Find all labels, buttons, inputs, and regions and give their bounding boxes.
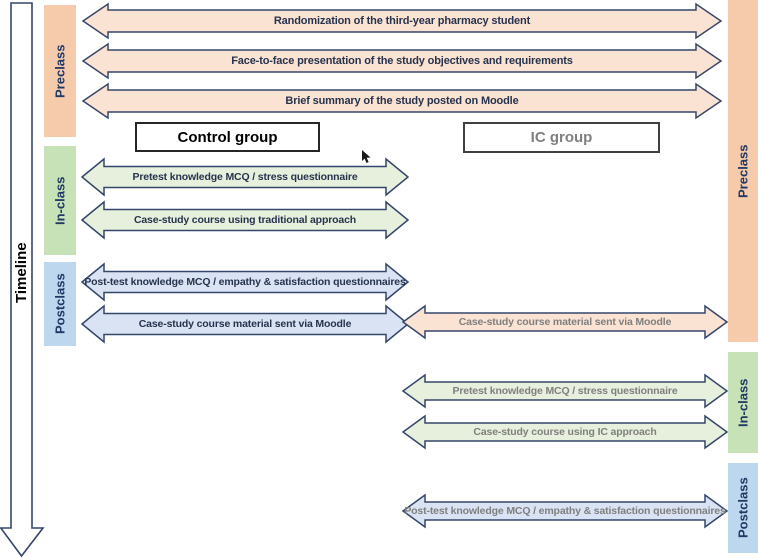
brief-summary-arrow: Brief summary of the study posted on Moo…	[81, 82, 723, 120]
arrow-label: Pretest knowledge MCQ / stress questionn…	[452, 385, 678, 397]
control-group-label: Control group	[177, 128, 278, 146]
phase-band-left-preclass: Preclass	[44, 5, 76, 137]
arrow-label: Post-test knowledge MCQ / empathy & sati…	[84, 276, 406, 288]
posttest-control-arrow: Post-test knowledge MCQ / empathy & sati…	[80, 262, 410, 302]
phase-band-right-preclass: Preclass	[728, 0, 758, 342]
phase-band-right-postclass: Postclass	[728, 463, 758, 553]
randomization-arrow: Randomization of the third-year pharmacy…	[81, 2, 723, 40]
timeline-arrow	[0, 2, 45, 558]
traditional-course-arrow: Case-study course using traditional appr…	[80, 200, 410, 240]
arrow-label: Case-study course using traditional appr…	[133, 214, 357, 226]
phase-band-left-postclass: Postclass	[44, 262, 76, 346]
phase-band-left-inclass: In-class	[44, 146, 76, 255]
arrow-label: Randomization of the third-year pharmacy…	[273, 15, 531, 27]
pretest-control-arrow: Pretest knowledge MCQ / stress questionn…	[80, 157, 410, 197]
pretest-ic-arrow: Pretest knowledge MCQ / stress questionn…	[401, 373, 729, 409]
ic-group-box: IC group	[463, 122, 660, 153]
arrow-label: Case-study course material sent via Mood…	[458, 316, 672, 328]
mouse-cursor-icon	[362, 150, 371, 163]
moodle-control-arrow: Case-study course material sent via Mood…	[80, 304, 410, 344]
presentation-arrow: Face-to-face presentation of the study o…	[81, 42, 723, 80]
control-group-box: Control group	[135, 122, 320, 152]
moodle-ic-arrow: Case-study course material sent via Mood…	[401, 304, 729, 340]
phase-band-right-inclass: In-class	[728, 352, 758, 453]
arrow-label: Case-study course material sent via Mood…	[138, 318, 352, 330]
timeline-label: Timeline	[13, 242, 30, 303]
ic-group-label: IC group	[530, 129, 593, 146]
arrow-label: Brief summary of the study posted on Moo…	[285, 95, 519, 107]
arrow-label: Case-study course using IC approach	[473, 426, 657, 438]
arrow-label: Pretest knowledge MCQ / stress questionn…	[132, 171, 358, 183]
ic-course-arrow: Case-study course using IC approach	[401, 414, 729, 450]
posttest-ic-arrow: Post-test knowledge MCQ / empathy & sati…	[401, 493, 729, 529]
arrow-label: Post-test knowledge MCQ / empathy & sati…	[404, 505, 726, 517]
arrow-label: Face-to-face presentation of the study o…	[231, 55, 573, 67]
